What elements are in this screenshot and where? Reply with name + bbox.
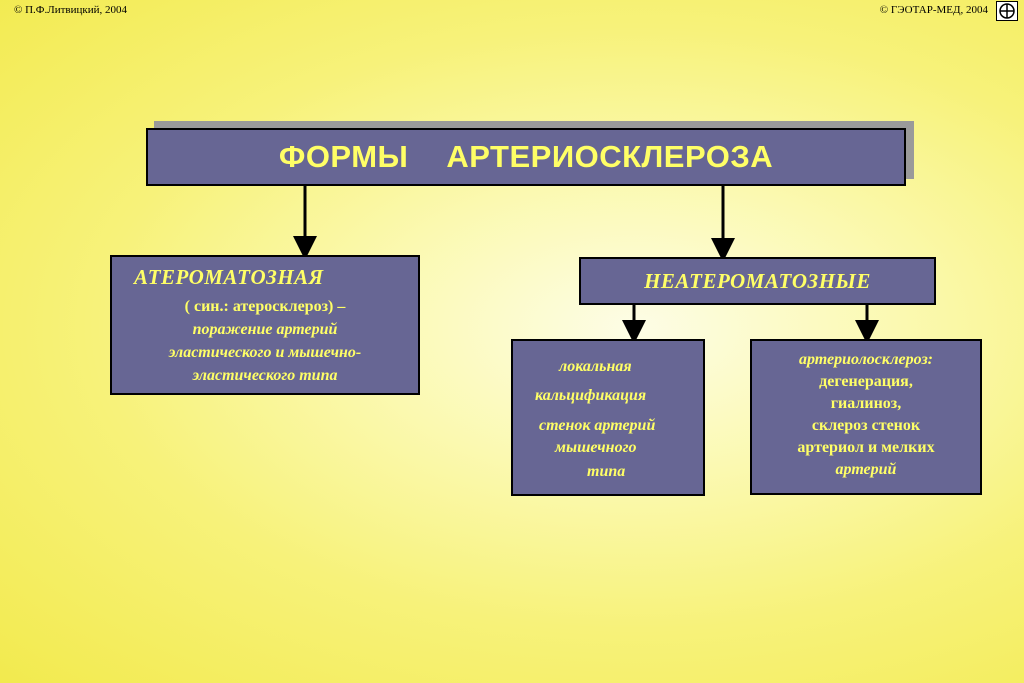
local-line: кальцификация xyxy=(535,387,647,404)
arteriolosclerosis-box: артериолосклероз: дегенерация, гиалиноз,… xyxy=(750,339,982,495)
atheromatous-line: эластического типа xyxy=(192,367,338,384)
arteriolo-line: артериол и мелких xyxy=(797,439,935,456)
arteriolo-line: артериолосклероз: xyxy=(798,351,934,368)
diagram-title: ФОРМЫ АРТЕРИОСКЛЕРОЗА xyxy=(146,128,906,186)
nonatheromatous-title: НЕАТЕРОМАТОЗНЫЕ xyxy=(644,268,871,293)
copyright-author: © П.Ф.Литвицкий, 2004 xyxy=(14,4,127,16)
atheromatous-line: поражение артерий xyxy=(192,321,338,338)
local-line: типа xyxy=(587,463,626,480)
local-calcification-box: локальная кальцификация стенок артерий м… xyxy=(511,339,705,496)
arteriolo-line: гиалиноз, xyxy=(830,395,902,412)
arteriolo-line: артерий xyxy=(835,461,897,478)
atheromatous-title: АТЕРОМАТОЗНАЯ xyxy=(134,265,324,289)
title-word-forms: ФОРМЫ xyxy=(278,139,409,174)
local-line: мышечного xyxy=(555,439,637,456)
local-line: локальная xyxy=(559,358,632,375)
atheromatous-line: эластического и мышечно- xyxy=(168,344,362,361)
atheromatous-box: АТЕРОМАТОЗНАЯ ( син.: атеросклероз) – по… xyxy=(110,255,420,395)
publisher-logo-icon xyxy=(996,1,1018,21)
nonatheromatous-box: НЕАТЕРОМАТОЗНЫЕ xyxy=(579,257,936,305)
arteriolo-line: дегенерация, xyxy=(819,373,913,390)
title-word-arteriosclerosis: АРТЕРИОСКЛЕРОЗА xyxy=(446,139,774,174)
atheromatous-description: ( син.: атеросклероз) – поражение артери… xyxy=(112,295,418,387)
local-line: стенок артерий xyxy=(539,417,656,434)
arteriolo-line: склероз стенок xyxy=(811,417,921,434)
atheromatous-line: ( син.: атеросклероз) – xyxy=(184,298,346,315)
copyright-publisher: © ГЭОТАР-МЕД, 2004 xyxy=(879,4,988,16)
